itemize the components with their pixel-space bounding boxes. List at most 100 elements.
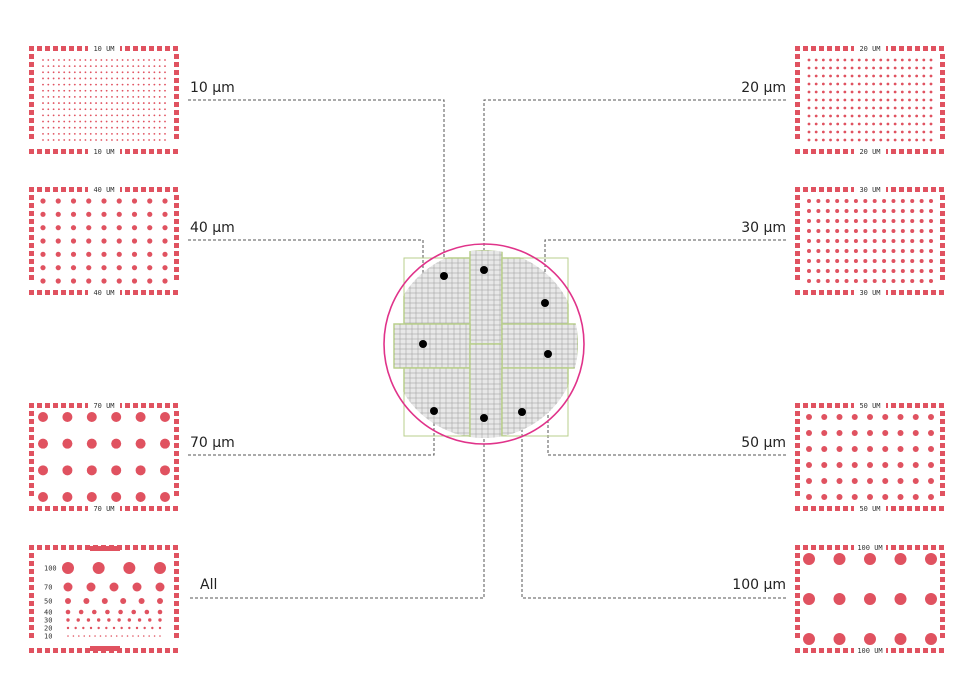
- bump: [886, 74, 890, 78]
- frame-pad: [29, 211, 34, 216]
- bump: [836, 122, 840, 126]
- bump: [891, 279, 896, 283]
- frame-pad: [940, 443, 945, 448]
- bump: [131, 198, 138, 204]
- bump: [137, 59, 140, 61]
- bump: [850, 138, 854, 142]
- bump: [863, 259, 868, 263]
- bump: [132, 59, 135, 61]
- frame-pad: [125, 506, 130, 511]
- panel-tag-bottom: 20 UM: [859, 148, 880, 156]
- bump: [131, 278, 138, 284]
- frame-pad: [851, 506, 856, 511]
- frame-pad: [69, 648, 74, 653]
- frame-pad: [795, 443, 800, 448]
- bump: [829, 58, 832, 62]
- bump: [55, 225, 61, 231]
- bump: [836, 462, 843, 468]
- bump: [915, 98, 919, 102]
- bump: [58, 96, 60, 98]
- panel-tag-bg: [854, 647, 886, 654]
- bump: [79, 114, 82, 117]
- frame-pad: [174, 553, 179, 558]
- frame-pad: [61, 545, 66, 550]
- bump-array: [807, 58, 933, 142]
- bump: [929, 259, 933, 263]
- frame-pad: [899, 46, 904, 51]
- panel-tag-bg: [854, 289, 886, 296]
- bump: [857, 122, 861, 126]
- bump: [148, 59, 150, 61]
- bump: [915, 106, 919, 110]
- frame-pad: [37, 46, 42, 51]
- frame-pad: [827, 149, 832, 154]
- row-label: 20: [44, 625, 52, 633]
- bump: [922, 98, 926, 102]
- panel-tag-top: 30 UM: [859, 186, 880, 194]
- bump: [116, 238, 122, 244]
- bump: [825, 209, 830, 213]
- bump: [851, 494, 858, 500]
- row-label: 70: [44, 584, 52, 592]
- bump: [803, 633, 815, 645]
- frame-pad: [29, 259, 34, 264]
- frame-pad: [141, 46, 146, 51]
- frame-pad: [931, 187, 936, 192]
- frame-pad: [795, 54, 800, 59]
- bump: [111, 438, 122, 449]
- bump: [900, 122, 904, 126]
- frame-pad: [795, 267, 800, 272]
- bump: [863, 239, 868, 243]
- frame-pad: [125, 290, 130, 295]
- bump: [844, 259, 849, 263]
- frame-pad: [174, 435, 179, 440]
- bump: [84, 108, 87, 111]
- die-block: [469, 343, 503, 438]
- frame-pad: [174, 475, 179, 480]
- bump: [158, 126, 161, 129]
- bump: [66, 626, 70, 630]
- bump: [872, 58, 875, 62]
- leader-line: [188, 411, 435, 456]
- bump: [105, 102, 108, 104]
- bump: [153, 132, 156, 135]
- leader-line: [188, 239, 424, 344]
- bump: [872, 130, 875, 134]
- frame-pad: [907, 648, 912, 653]
- frame-pad: [77, 648, 82, 653]
- frame-pad: [899, 187, 904, 192]
- bump: [142, 71, 145, 74]
- bump: [806, 478, 812, 484]
- bump: [843, 122, 847, 126]
- bump: [58, 102, 60, 104]
- bump: [850, 82, 854, 86]
- bump: [115, 635, 118, 637]
- bump: [833, 593, 846, 605]
- bump: [863, 209, 868, 213]
- bump: [70, 238, 77, 244]
- frame-pad: [907, 149, 912, 154]
- bump: [160, 492, 170, 502]
- bump: [821, 82, 825, 86]
- bump: [829, 122, 832, 126]
- bump: [121, 102, 124, 104]
- bump: [821, 138, 825, 142]
- bump: [814, 138, 818, 142]
- frame-pad: [29, 648, 34, 653]
- bump: [47, 83, 50, 86]
- frame-pad: [843, 46, 848, 51]
- bump: [47, 71, 50, 74]
- label-100um: 100 µm: [732, 577, 786, 593]
- frame-pad: [940, 419, 945, 424]
- bump: [863, 279, 868, 283]
- frame-pad: [803, 545, 808, 550]
- bump: [158, 139, 161, 141]
- frame-pad: [53, 545, 58, 550]
- bump: [95, 77, 97, 80]
- frame-pad: [907, 403, 912, 408]
- panel-tag-bottom: 10 UM: [93, 148, 114, 156]
- bump: [821, 494, 828, 500]
- bump: [89, 102, 92, 104]
- bump: [814, 106, 818, 110]
- frame-pad: [795, 506, 800, 511]
